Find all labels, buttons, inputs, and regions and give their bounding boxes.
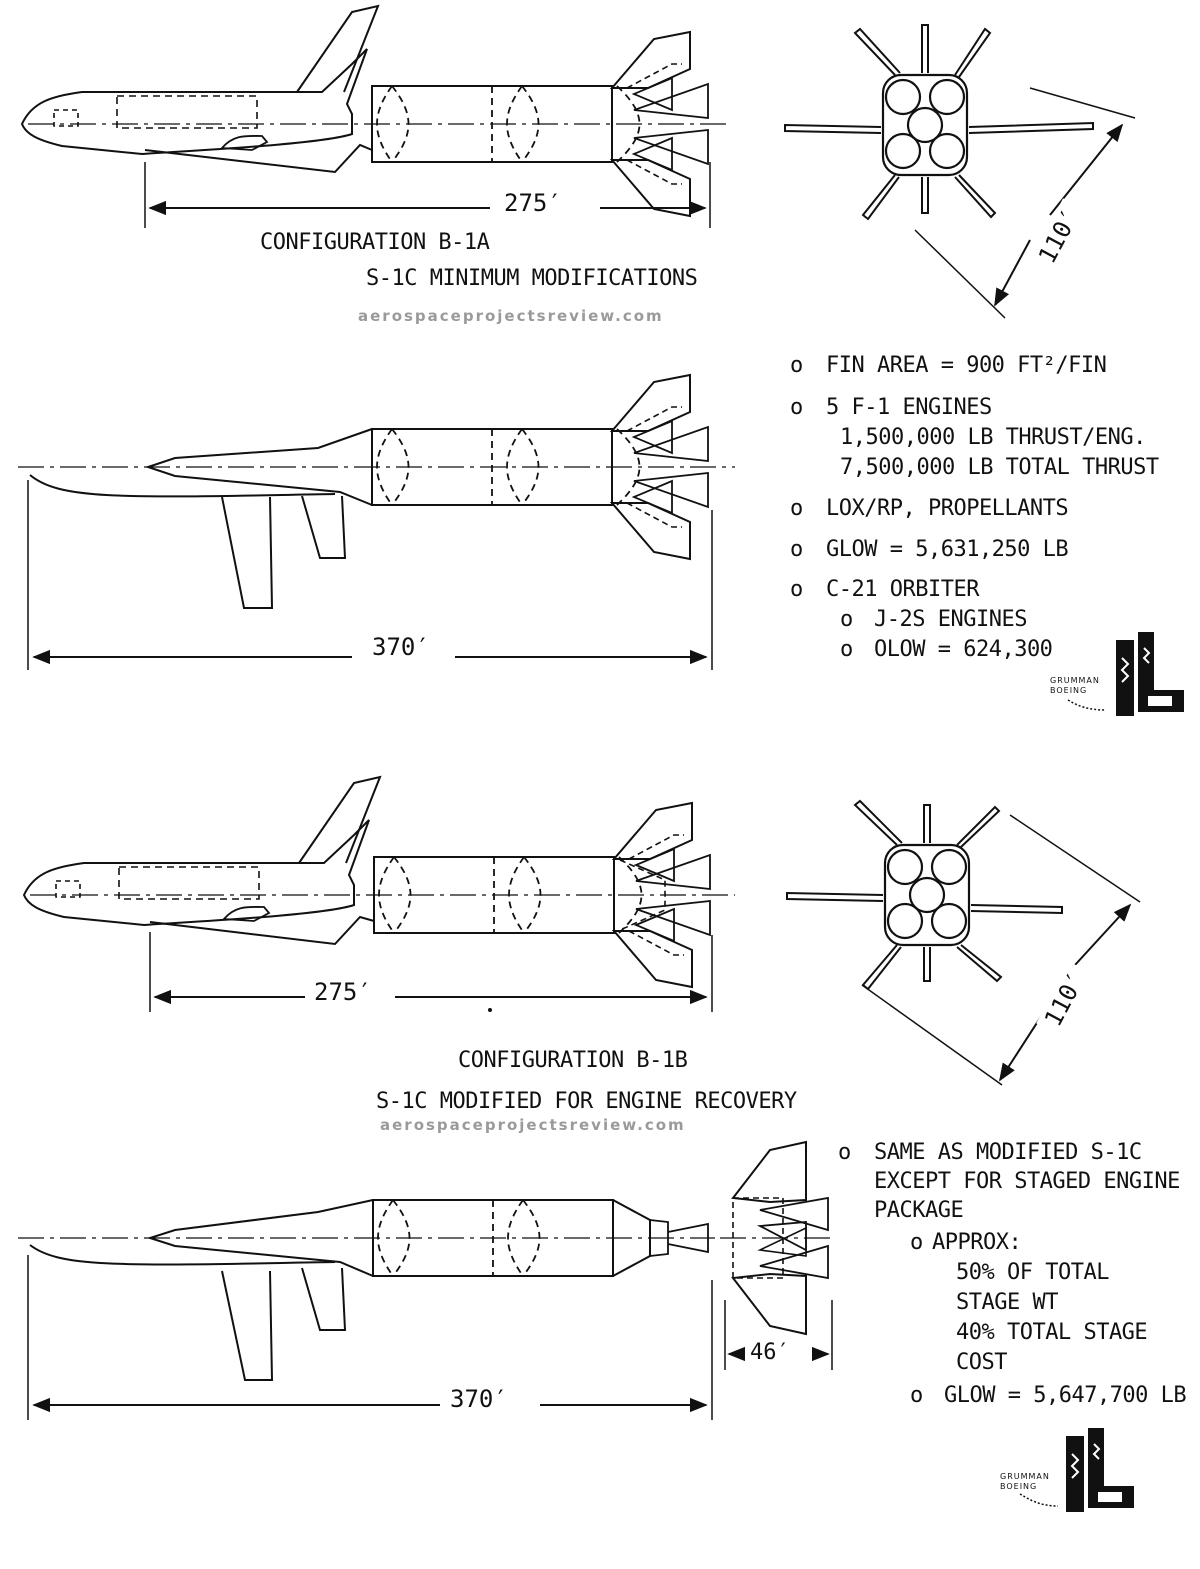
- note-glow-b: GLOW = 5,647,700 LB: [944, 1383, 1187, 1408]
- config-b-subtitle: S-1C MODIFIED FOR ENGINE RECOVERY: [376, 1089, 797, 1114]
- note-weight-pct: 50% OF TOTAL: [956, 1260, 1109, 1285]
- config-a-title: CONFIGURATION B-1A: [260, 230, 490, 255]
- config-a-booster-side-view: [18, 374, 735, 609]
- note-cost: COST: [956, 1350, 1007, 1375]
- logo-grumman-text: GRUMMAN: [1050, 676, 1100, 685]
- config-b-span-dimension: [861, 814, 1141, 1086]
- note-thrust-per-engine: 1,500,000 LB THRUST/ENG.: [840, 425, 1146, 450]
- config-a-span-dimension: [914, 87, 1136, 319]
- watermark-a: aerospaceprojectsreview.com: [358, 307, 664, 325]
- config-b-booster-side-view: [18, 1199, 715, 1381]
- engine-package-dimension: [724, 1300, 833, 1370]
- config-a-mated-length-label: 275′: [498, 189, 568, 217]
- config-a-mated-side-view: [21, 5, 732, 217]
- note-glow: GLOW = 5,631,250 LB: [826, 537, 1069, 562]
- note-bullet: o: [790, 353, 803, 378]
- note-total-thrust: 7,500,000 LB TOTAL THRUST: [840, 455, 1159, 480]
- note-fin-area: FIN AREA = 900 FT²/FIN: [826, 353, 1107, 378]
- config-b-booster-dimension: [27, 1255, 713, 1420]
- logo-boeing-text: BOEING: [1050, 686, 1088, 695]
- note-bullet: o: [838, 1140, 851, 1165]
- config-b-mated-dimension: [149, 932, 713, 1012]
- note-except: EXCEPT FOR STAGED ENGINE: [874, 1169, 1180, 1194]
- config-b-mated-side-view: [23, 776, 735, 988]
- config-a-mated-dimension: [144, 162, 711, 228]
- watermark-b: aerospaceprojectsreview.com: [380, 1116, 686, 1134]
- config-b-title: CONFIGURATION B-1B: [458, 1048, 688, 1073]
- note-approx: APPROX:: [932, 1230, 1022, 1255]
- note-bullet: o: [840, 607, 853, 632]
- engine-package-length-label: 46′: [748, 1340, 792, 1365]
- config-a-booster-dimension: [27, 480, 713, 670]
- note-bullet: o: [790, 395, 803, 420]
- note-j2s-engines: J-2S ENGINES: [874, 607, 1027, 632]
- config-a-booster-length-label: 370′: [366, 633, 436, 661]
- config-b-aft-view: [786, 799, 1063, 991]
- grumman-boeing-logo-b: [1019, 1428, 1134, 1512]
- logo-grumman-text: GRUMMAN: [1000, 1472, 1050, 1481]
- config-a-subtitle: S-1C MINIMUM MODIFICATIONS: [366, 266, 698, 291]
- config-b-booster-length-label: 370′: [444, 1385, 514, 1413]
- note-same-as: SAME AS MODIFIED S-1C: [874, 1140, 1142, 1165]
- note-stage-wt: STAGE WT: [956, 1290, 1058, 1315]
- note-bullet: o: [910, 1383, 923, 1408]
- note-bullet: o: [910, 1230, 923, 1255]
- staged-engine-package: [720, 1140, 835, 1336]
- note-engines: 5 F-1 ENGINES: [826, 395, 992, 420]
- logo-a-text: GRUMMAN BOEING: [1050, 676, 1100, 696]
- grumman-boeing-logo-a: [1067, 632, 1184, 716]
- note-package: PACKAGE: [874, 1198, 964, 1223]
- note-bullet: o: [790, 577, 803, 602]
- config-b-mated-length-label: 275′: [308, 978, 378, 1006]
- note-bullet: o: [790, 496, 803, 521]
- logo-boeing-text: BOEING: [1000, 1482, 1038, 1491]
- note-olow: OLOW = 624,300: [874, 637, 1053, 662]
- note-bullet: o: [790, 537, 803, 562]
- note-cost-pct: 40% TOTAL STAGE: [956, 1320, 1148, 1345]
- note-orbiter: C-21 ORBITER: [826, 577, 979, 602]
- note-bullet: o: [840, 637, 853, 662]
- note-propellants: LOX/RP, PROPELLANTS: [826, 496, 1069, 521]
- config-a-aft-view: [784, 24, 1094, 221]
- logo-b-text: GRUMMAN BOEING: [1000, 1472, 1050, 1492]
